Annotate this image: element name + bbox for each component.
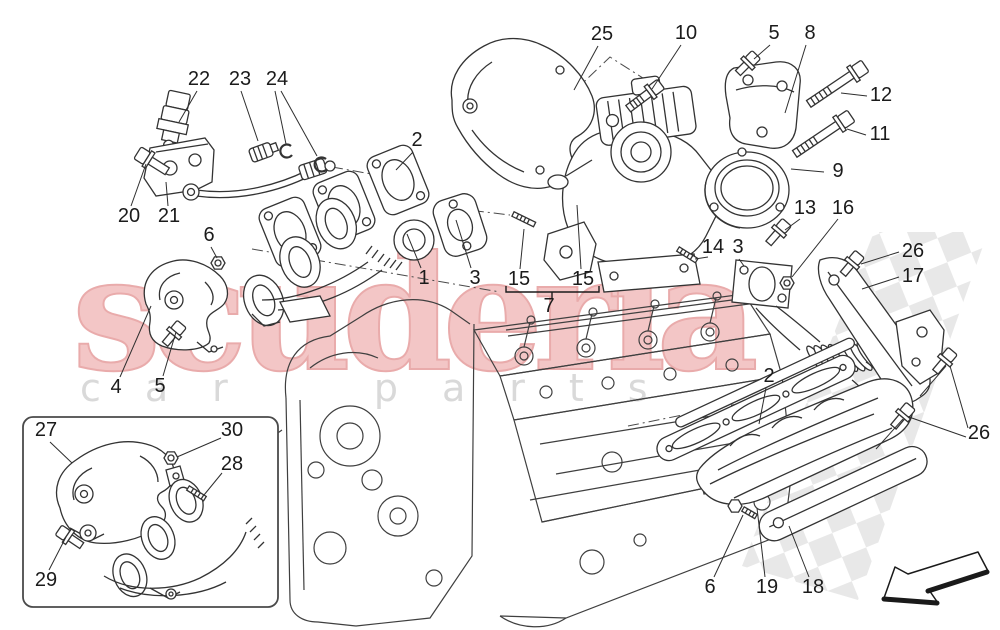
heat-shield-4-drawing [143,256,229,353]
turbocharger-drawing [543,75,790,293]
engine-block-drawing [261,291,793,628]
left-manifold-drawing [242,144,537,327]
heat-shield-25-drawing [450,37,595,189]
direction-arrow [881,551,990,606]
inset-box [22,416,279,608]
bracket-and-bolts-drawing [624,50,869,247]
watermark-subtext: car parts [80,366,692,410]
group-bracket-7 [505,286,600,299]
sensor-and-bracket-drawing [133,89,336,201]
right-manifold-drawing [656,309,958,542]
leader-lines [48,44,969,578]
